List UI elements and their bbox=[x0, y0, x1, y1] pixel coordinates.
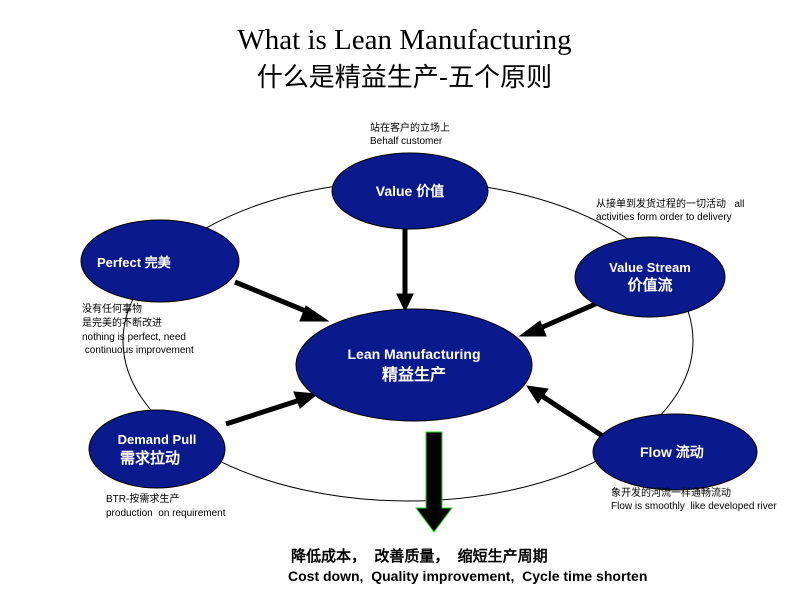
node-value-stream: Value Stream 价值流 bbox=[575, 255, 725, 299]
node-perfect-shape bbox=[80, 219, 240, 303]
node-center: Lean Manufacturing 精益生产 bbox=[296, 340, 532, 390]
node-perfect-label: Perfect 完美 bbox=[97, 254, 171, 270]
node-demand-pull-line1: Demand Pull bbox=[117, 432, 197, 447]
arrow-demand-to-center bbox=[225, 391, 319, 427]
node-demand-pull: Demand Pull 需求拉动 bbox=[89, 427, 225, 471]
center-line1: Lean Manufacturing bbox=[347, 346, 481, 362]
node-demand-pull-line2: 需求拉动 bbox=[119, 450, 180, 467]
node-value-label: Value 价值 bbox=[375, 183, 445, 199]
note-perfect-zh2: 是完美的不断改进 bbox=[82, 318, 162, 329]
arrow-valuestream-to-center bbox=[518, 299, 601, 337]
title-english: What is Lean Manufacturing bbox=[237, 24, 572, 56]
note-value-zh: 站在客户的立场上 bbox=[370, 123, 450, 134]
note-demand-en: production on requirement bbox=[106, 508, 226, 519]
title-chinese: 什么是精益生产-五个原则 bbox=[256, 63, 553, 93]
node-flow-shape bbox=[592, 413, 758, 491]
result-down-arrow bbox=[415, 431, 453, 533]
node-value-stream-line1: Value Stream bbox=[609, 260, 691, 275]
result-english: Cost down, Quality improvement, Cycle ti… bbox=[288, 568, 648, 584]
center-line2: 精益生产 bbox=[381, 367, 446, 384]
note-value-en: Behalf customer bbox=[370, 136, 443, 147]
node-value: Value 价值 bbox=[332, 171, 488, 211]
node-value-shape bbox=[331, 152, 489, 230]
note-valuestream-zh: 从接单到发货过程的一切活动 all bbox=[596, 199, 745, 210]
note-valuestream-en: activities form order to delivery bbox=[596, 212, 732, 223]
note-flow-zh: 象开发的河流一样通畅流动 bbox=[611, 488, 731, 499]
note-perfect-en2: continuous improvement bbox=[82, 345, 194, 356]
arrow-perfect-to-center bbox=[234, 279, 330, 322]
arrow-flow-to-center bbox=[525, 385, 606, 440]
note-demand-zh: BTR-按需求生产 bbox=[106, 494, 180, 505]
node-flow: Flow 流动 bbox=[593, 432, 757, 472]
arrow-value-to-center bbox=[396, 228, 414, 313]
note-flow-en: Flow is smoothly like developed river bbox=[611, 501, 777, 512]
note-perfect-en1: nothing is perfect, need bbox=[82, 332, 186, 343]
result-chinese: 降低成本， 改善质量， 缩短生产周期 bbox=[291, 548, 548, 565]
node-flow-label: Flow 流动 bbox=[640, 444, 704, 460]
node-demand-shape bbox=[88, 409, 226, 489]
node-valuestream-shape bbox=[574, 236, 726, 318]
node-perfect: Perfect 完美 bbox=[82, 241, 240, 281]
node-center-shape bbox=[295, 308, 533, 422]
note-perfect-zh1: 没有任何事物 bbox=[82, 304, 142, 315]
node-value-stream-line2: 价值流 bbox=[627, 277, 673, 294]
